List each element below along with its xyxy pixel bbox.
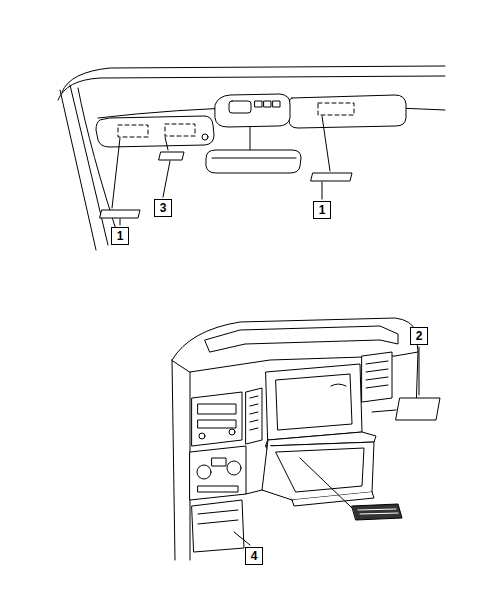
leader-line bbox=[234, 347, 419, 545]
air-vent bbox=[246, 388, 262, 444]
glove-box bbox=[266, 364, 362, 440]
lower-console bbox=[192, 490, 262, 552]
leader-line bbox=[165, 137, 168, 150]
overhead-console bbox=[215, 94, 290, 127]
overhead-console bbox=[215, 94, 290, 127]
sun-visor bbox=[96, 95, 406, 147]
rearview-mirror bbox=[206, 127, 301, 173]
air-vent bbox=[246, 352, 392, 444]
label-outline bbox=[165, 124, 195, 136]
leader-line bbox=[163, 161, 170, 197]
radio bbox=[192, 392, 242, 446]
sun-visor bbox=[96, 116, 214, 147]
instrument-panel bbox=[205, 326, 398, 352]
callout-number: 1 bbox=[111, 227, 130, 245]
roof-frame bbox=[58, 66, 445, 250]
sun-visor bbox=[202, 134, 208, 140]
decal bbox=[396, 398, 440, 420]
callout-number: 4 bbox=[245, 547, 264, 565]
glove-box bbox=[262, 440, 292, 500]
leader-line bbox=[112, 116, 330, 225]
leader-line bbox=[234, 532, 250, 545]
decal bbox=[100, 210, 140, 218]
air-vent bbox=[362, 352, 392, 402]
overhead-console bbox=[273, 101, 280, 107]
callout-number: 3 bbox=[154, 199, 173, 217]
decal bbox=[159, 152, 184, 160]
instrument-panel bbox=[172, 360, 175, 560]
rearview-mirror bbox=[206, 150, 301, 173]
radio bbox=[198, 420, 236, 428]
decal bbox=[358, 509, 398, 514]
overhead-console bbox=[264, 101, 271, 107]
sun-visor bbox=[289, 95, 406, 128]
decal bbox=[311, 173, 352, 181]
air-vent bbox=[366, 361, 388, 388]
decal bbox=[100, 152, 352, 218]
climate-control bbox=[190, 446, 246, 500]
leader-line bbox=[300, 458, 352, 508]
climate-control bbox=[197, 465, 211, 479]
climate-control bbox=[212, 458, 226, 466]
decal bbox=[352, 398, 440, 520]
lower-console bbox=[246, 490, 262, 494]
label-outline bbox=[118, 125, 148, 137]
glove-box bbox=[276, 448, 364, 492]
leader-line bbox=[322, 182, 323, 199]
climate-control bbox=[198, 486, 238, 492]
radio bbox=[229, 429, 235, 435]
overhead-console bbox=[255, 101, 262, 107]
glove-box bbox=[331, 384, 346, 386]
instrument-panel bbox=[172, 318, 418, 560]
roof-frame bbox=[78, 88, 120, 242]
glove-box bbox=[262, 364, 376, 506]
air-vent bbox=[250, 396, 258, 430]
radio bbox=[199, 433, 205, 439]
radio bbox=[198, 404, 236, 414]
radio bbox=[192, 392, 242, 446]
lower-console bbox=[198, 510, 238, 524]
leader-line bbox=[372, 410, 396, 412]
callout-number: 2 bbox=[410, 327, 429, 345]
callout-number: 1 bbox=[313, 201, 332, 219]
label-outline bbox=[318, 103, 354, 115]
leader-line bbox=[419, 347, 420, 395]
roof-frame bbox=[70, 85, 108, 245]
glove-box bbox=[276, 374, 352, 430]
overhead-console bbox=[229, 101, 251, 113]
climate-control bbox=[190, 446, 246, 500]
climate-control bbox=[227, 461, 241, 475]
leader-line bbox=[120, 219, 121, 225]
glove-box bbox=[292, 492, 374, 506]
decal bbox=[352, 504, 402, 520]
leader-line bbox=[112, 138, 120, 208]
rearview-mirror bbox=[250, 127, 251, 150]
roof-frame bbox=[62, 66, 445, 92]
leader-line bbox=[322, 116, 330, 171]
lower-console bbox=[192, 500, 244, 552]
rearview-mirror bbox=[212, 158, 296, 159]
